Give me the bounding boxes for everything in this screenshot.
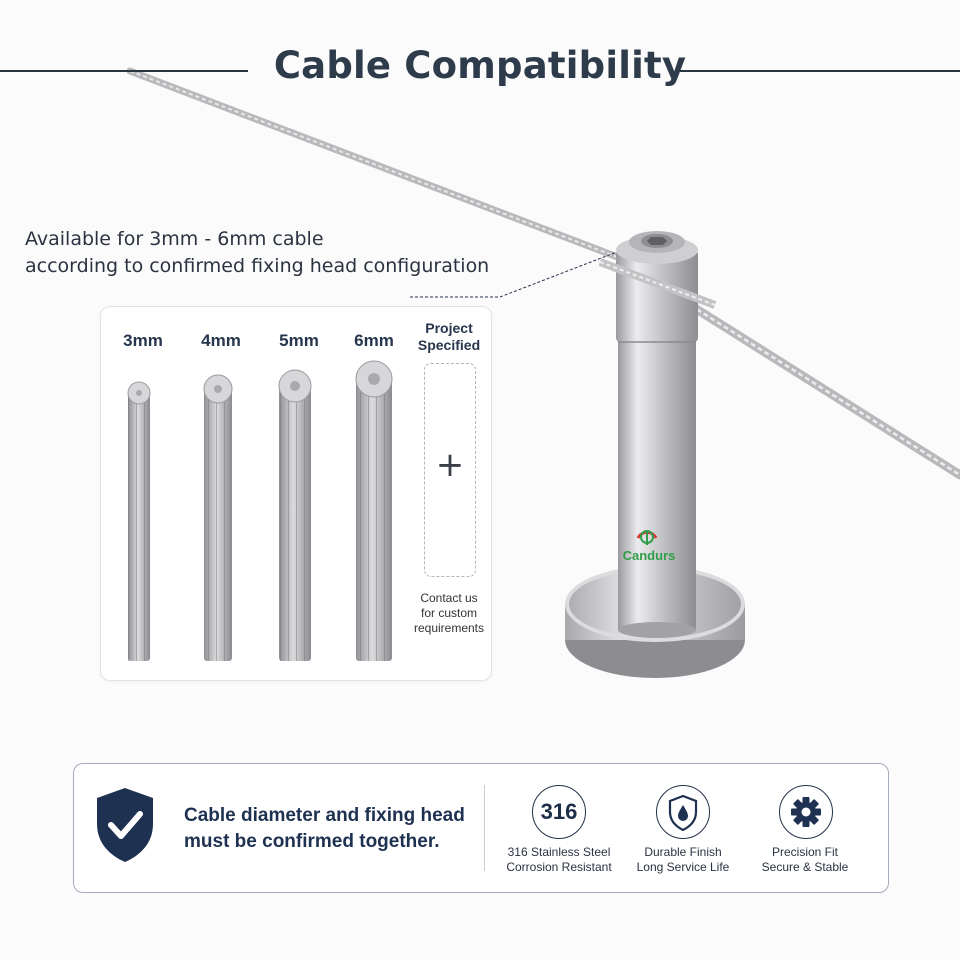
feature-stainless: 316 Stainless Steel Corrosion Resistant [494,845,624,875]
316-badge-text: 316 [540,799,578,824]
feature-1-line-1: 316 Stainless Steel [507,845,611,859]
shield-check-icon [97,788,153,862]
contact-line-2: for custom [420,606,477,620]
availability-text: Available for 3mm - 6mm cable according … [25,226,489,280]
stainless-cable [126,67,960,480]
feature-finish: Durable Finish Long Service Life [618,845,748,875]
size-label-3mm: 3mm [123,331,163,350]
notice-text: Cable diameter and fixing head must be c… [184,803,474,855]
availability-line-1: Available for 3mm - 6mm cable [25,228,324,250]
size-label-4mm: 4mm [201,331,241,350]
candurs-logo [636,530,658,545]
feature-1-line-2: Corrosion Resistant [506,860,612,874]
feature-precision: Precision Fit Secure & Stable [740,845,870,875]
plus-icon: + [435,445,465,485]
size-label-5mm: 5mm [279,331,319,350]
notice-line-1: Cable diameter and fixing head [184,805,465,826]
contact-line-1: Contact us [420,591,478,605]
contact-text: Contact us for custom requirements [399,591,499,636]
project-line-2: Specified [417,337,481,353]
brand-name: Candurs [622,548,676,563]
316-badge-icon [532,785,586,839]
cable-fixing-post [565,231,745,678]
feature-2-line-2: Long Service Life [636,860,730,874]
page-title: Cable Compatibility [273,44,687,87]
custom-size-placeholder[interactable] [424,363,476,577]
notice-card [73,763,889,893]
feature-3-line-2: Secure & Stable [761,860,849,874]
feature-2-line-1: Durable Finish [644,845,722,859]
leader-line [410,244,636,298]
title-rule-right [680,70,960,72]
project-line-1: Project [425,320,473,336]
project-specified-label: Project Specified [409,320,489,354]
notice-divider [484,785,485,871]
title-rule-left [0,70,248,72]
droplet-shield-glyph [668,795,698,831]
feature-3-line-1: Precision Fit [771,845,839,859]
availability-line-2: according to confirmed fixing head confi… [25,255,490,277]
size-label-6mm: 6mm [354,331,394,350]
notice-line-2: must be confirmed together. [184,831,440,852]
contact-line-3: requirements [413,621,485,635]
gear-glyph [791,797,821,827]
